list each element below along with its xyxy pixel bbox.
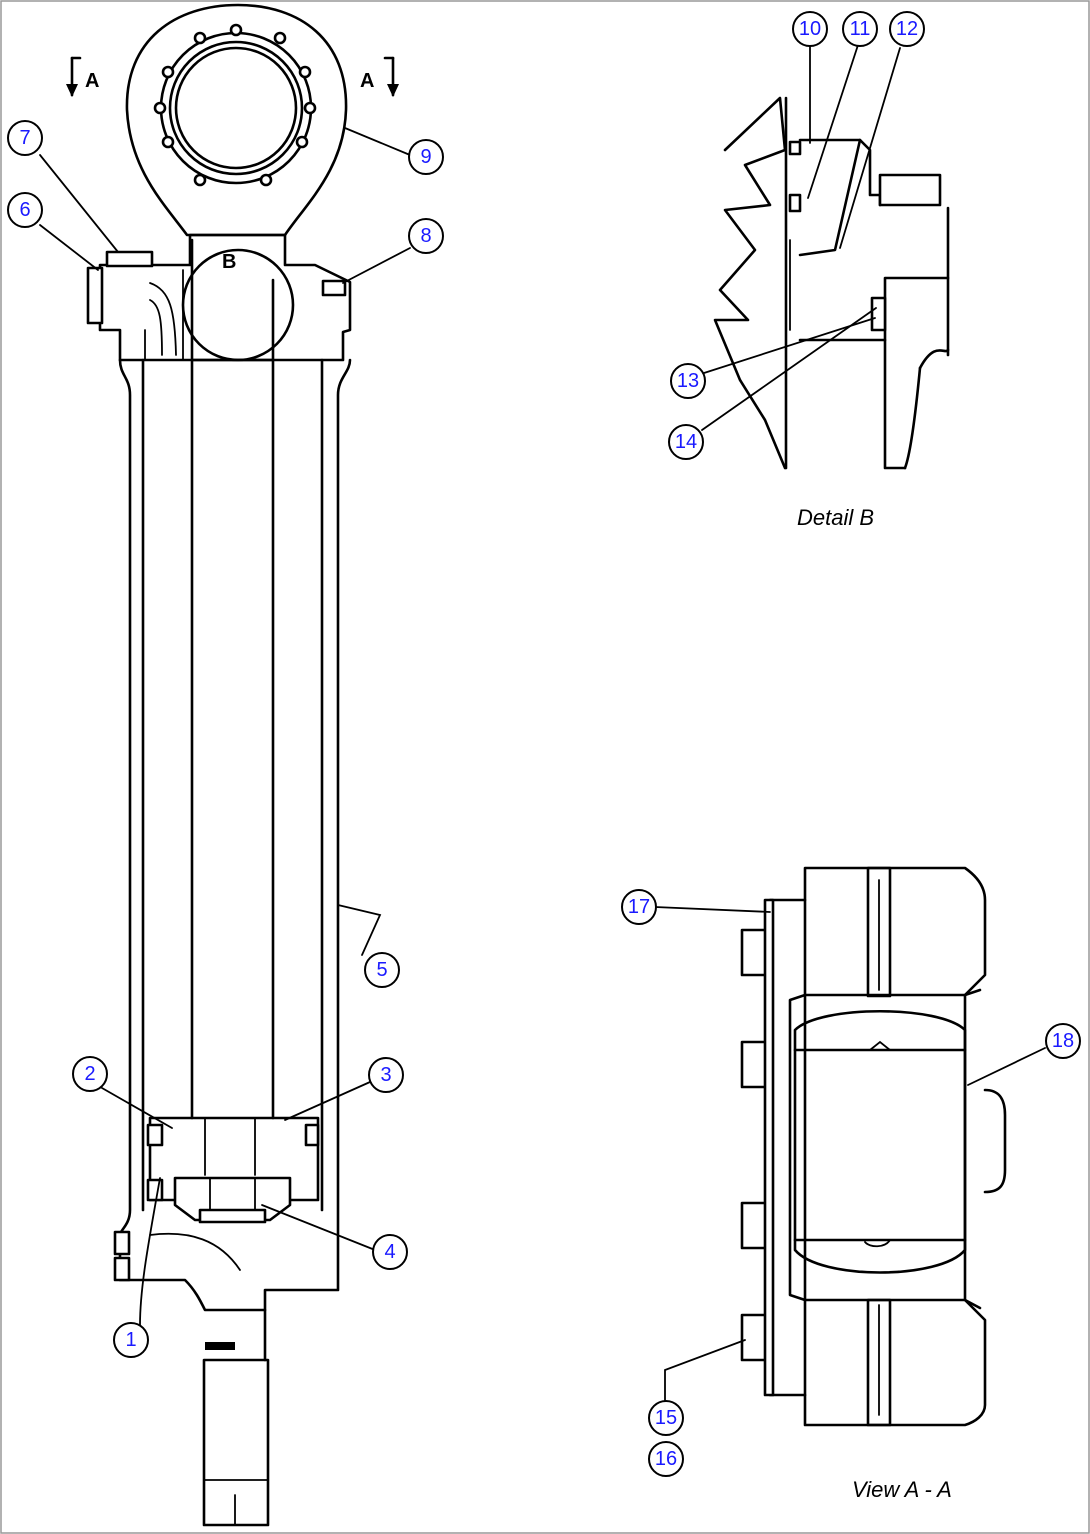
svg-text:16: 16 (655, 1448, 677, 1470)
rod-eye (125, 3, 348, 237)
detail-b-view: Detail B (713, 96, 950, 530)
section-a-left-marker: A (66, 56, 99, 97)
piston (148, 1116, 320, 1202)
svg-text:6: 6 (19, 199, 30, 221)
view-aa-spherical-bearing (793, 1009, 967, 1274)
svg-text:9: 9 (420, 146, 431, 168)
detail-b-wiper-seal (788, 140, 802, 156)
detail-b-rod-seal (788, 193, 802, 213)
callout-10: 10 (792, 11, 828, 47)
svg-text:18: 18 (1052, 1030, 1074, 1052)
svg-text:15: 15 (655, 1407, 677, 1429)
svg-text:11: 11 (850, 18, 871, 40)
callout-11: 11 (842, 11, 878, 47)
svg-text:12: 12 (896, 18, 918, 40)
leader-lines (39, 44, 1046, 1401)
svg-text:13: 13 (677, 370, 699, 392)
main-cylinder: B (86, 3, 352, 1527)
piston-seal-right (304, 1123, 320, 1147)
bottom-port-fitting (113, 1230, 131, 1256)
detail-b-bolt-head (878, 173, 942, 207)
callout-12: 12 (889, 11, 925, 47)
svg-text:14: 14 (675, 431, 697, 453)
eye-bearing-mid (168, 40, 304, 176)
svg-text:A: A (85, 70, 99, 92)
view-aa-slot-top (866, 866, 892, 998)
cylinder-head (98, 233, 352, 362)
view-aa-plate (763, 898, 775, 1397)
detail-b-gland (798, 138, 882, 207)
svg-text:3: 3 (380, 1064, 391, 1086)
detail-b-caption: Detail B (797, 505, 874, 530)
svg-text:10: 10 (799, 18, 821, 40)
svg-text:A: A (360, 70, 374, 92)
svg-text:1: 1 (125, 1329, 136, 1351)
callout-5: 5 (364, 952, 400, 988)
detail-b-tube (883, 276, 950, 470)
detail-b-oring (870, 296, 887, 332)
piston-seal-left (146, 1123, 164, 1147)
bottom-clevis (202, 1358, 270, 1527)
svg-text:17: 17 (628, 896, 650, 918)
head-bolt-7 (105, 250, 154, 268)
section-a-right-marker: A (360, 56, 399, 97)
view-a-a: View A - A (740, 866, 1007, 1502)
view-aa-body (768, 866, 987, 1427)
callout-16: 16 (648, 1441, 684, 1477)
callout-8: 8 (408, 218, 444, 254)
callout-6: 6 (7, 192, 43, 228)
svg-text:5: 5 (376, 959, 387, 981)
svg-text:7: 7 (19, 127, 30, 149)
eye-bearing-outer (159, 31, 313, 185)
svg-text:8: 8 (420, 225, 431, 247)
clevis-grease-fitting (205, 1342, 235, 1350)
head-bolt-6 (86, 266, 104, 325)
eye-bearing-inner (174, 46, 298, 170)
callout-9: 9 (408, 139, 444, 175)
callout-4: 4 (372, 1234, 408, 1270)
callout-17: 17 (621, 889, 657, 925)
view-aa-right-cap (983, 1088, 1007, 1194)
view-aa-slot-bottom (866, 1298, 892, 1427)
head-bolt-8 (321, 279, 347, 297)
callout-3: 3 (368, 1057, 404, 1093)
cylinder-tube (118, 358, 352, 1312)
callout-2: 2 (72, 1056, 108, 1092)
eye-bolts (153, 23, 317, 187)
view-aa-bolt-1 (740, 928, 769, 977)
callout-15: 15 (648, 1400, 684, 1436)
callout-18: 18 (1045, 1023, 1081, 1059)
detail-b-marker: B (222, 251, 236, 273)
oil-passage (149, 282, 177, 356)
detail-b-circle (181, 248, 295, 362)
callout-1: 1 (113, 1322, 149, 1358)
callout-14: 14 (668, 424, 704, 460)
svg-text:4: 4 (384, 1241, 395, 1263)
callout-7: 7 (7, 120, 43, 156)
view-aa-caption: View A - A (852, 1477, 952, 1502)
view-aa-bolt-4 (740, 1313, 769, 1362)
callout-13: 13 (670, 363, 706, 399)
view-aa-bolt-2 (740, 1040, 769, 1089)
svg-text:2: 2 (84, 1063, 95, 1085)
view-aa-bolt-3 (740, 1201, 769, 1250)
